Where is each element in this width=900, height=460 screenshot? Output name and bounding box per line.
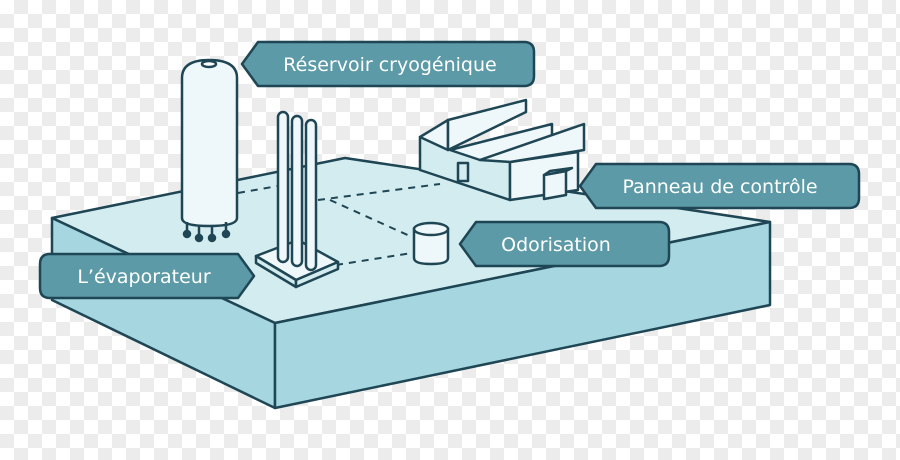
odorisation-tank	[412, 221, 450, 266]
callout-evaporateur: L’évaporateur	[38, 252, 256, 300]
callout-panneau: Panneau de contrôle	[578, 162, 861, 210]
pipe-column-to-odorizer	[329, 199, 413, 238]
panneau-label: Panneau de contrôle	[622, 176, 817, 198]
odorisation-label: Odorisation	[501, 234, 611, 256]
callout-panneau-shape	[578, 162, 861, 210]
callout-reservoir: Réservoir cryogénique	[240, 40, 536, 88]
pipe-tank-to-evaporator	[237, 185, 279, 194]
control-panel-box	[542, 166, 574, 201]
callout-evaporateur-shape	[38, 252, 256, 300]
dashed-pipes	[237, 183, 441, 266]
callout-odorisation: Odorisation	[458, 220, 671, 268]
evaporateur-label: L’évaporateur	[77, 266, 211, 288]
callout-reservoir-shape	[240, 40, 536, 88]
control-building	[418, 98, 586, 202]
evaporator	[254, 110, 340, 289]
callout-odorisation-shape	[458, 220, 671, 268]
cryogenic-tank	[180, 58, 239, 243]
reservoir-label: Réservoir cryogénique	[283, 54, 496, 76]
